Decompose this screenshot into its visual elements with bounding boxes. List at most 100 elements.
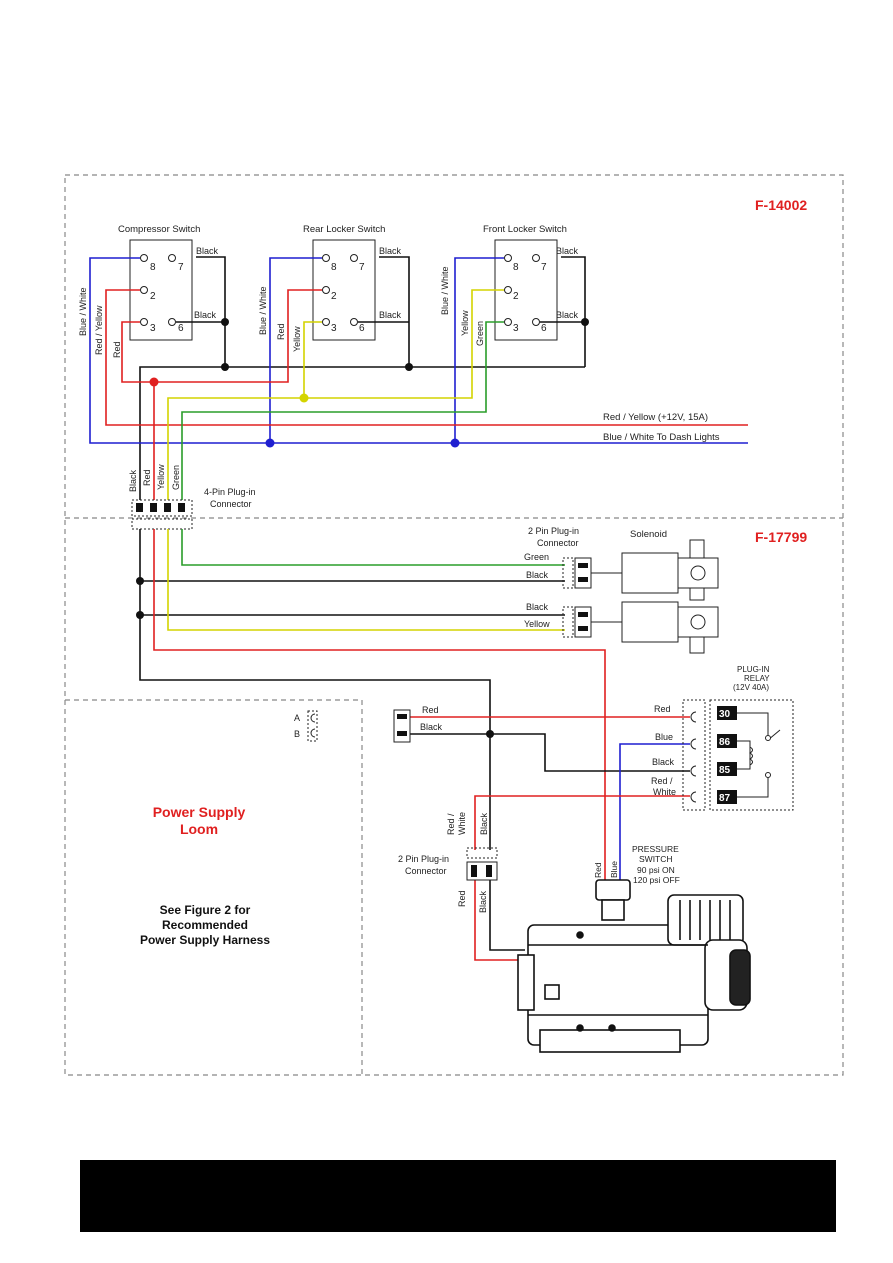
svg-text:Connector: Connector	[537, 538, 579, 548]
svg-text:PLUG-IN: PLUG-IN	[737, 665, 770, 674]
svg-text:7: 7	[541, 262, 547, 273]
svg-text:Black: Black	[526, 570, 549, 580]
harness-plug: Red Black	[393, 705, 443, 743]
solenoid-connectors: 2 Pin Plug-in Connector Green Black Blac…	[524, 526, 622, 638]
svg-text:See Figure 2 for: See Figure 2 for	[160, 903, 251, 917]
rear-locker-switch: Rear Locker Switch 8 7 2 3 6 Black Black	[303, 224, 402, 341]
svg-text:Blue: Blue	[655, 732, 673, 742]
svg-text:3: 3	[513, 323, 519, 334]
svg-text:Black: Black	[194, 310, 217, 320]
svg-text:6: 6	[541, 323, 547, 334]
svg-text:Yellow: Yellow	[292, 326, 302, 352]
svg-text:8: 8	[331, 262, 337, 273]
compressor-switch: Compressor Switch 8 7 2 3 6 Black Black	[118, 224, 219, 341]
svg-text:White: White	[457, 812, 467, 835]
footer-bar	[80, 1160, 836, 1232]
svg-text:2: 2	[331, 291, 337, 302]
svg-text:A: A	[294, 713, 300, 723]
plug-in-relay: PLUG-IN RELAY (12V 40A) 30 86 85 87 Red …	[651, 665, 794, 811]
svg-text:Black: Black	[556, 310, 579, 320]
svg-text:120 psi OFF: 120 psi OFF	[633, 875, 680, 885]
junction-dots	[149, 318, 589, 448]
section-code-bottom: F-17799	[755, 529, 807, 545]
svg-text:Red / Yellow: Red / Yellow	[94, 305, 104, 355]
svg-text:Red: Red	[654, 704, 671, 714]
svg-text:Connector: Connector	[210, 499, 252, 509]
svg-text:Black: Black	[379, 310, 402, 320]
lower-two-pin-connector: Red / White Black 2 Pin Plug-in Connecto…	[398, 812, 498, 913]
svg-text:Blue / White: Blue / White	[258, 286, 268, 335]
svg-text:Black: Black	[478, 890, 488, 913]
svg-text:Power Supply Harness: Power Supply Harness	[140, 933, 270, 947]
svg-text:Red /: Red /	[446, 813, 456, 835]
section-code-top: F-14002	[755, 197, 807, 213]
svg-text:Green: Green	[475, 321, 485, 346]
svg-text:Red /: Red /	[651, 776, 673, 786]
front-locker-switch: Front Locker Switch 8 7 2 3 6 Black Blac…	[483, 224, 579, 341]
svg-text:Yellow: Yellow	[460, 310, 470, 336]
ab-plug: A B	[294, 710, 318, 742]
svg-text:2 Pin Plug-in: 2 Pin Plug-in	[528, 526, 579, 536]
top-wiring	[89, 256, 748, 500]
svg-text:Red: Red	[422, 705, 439, 715]
four-pin-connector: 4-Pin Plug-in Connector	[131, 487, 256, 530]
svg-text:PRESSURE: PRESSURE	[632, 844, 679, 854]
svg-text:87: 87	[719, 793, 731, 804]
pressure-switch-labels: PRESSURE SWITCH 90 psi ON 120 psi OFF Re…	[593, 844, 680, 885]
svg-text:7: 7	[178, 262, 184, 273]
svg-text:8: 8	[150, 262, 156, 273]
svg-text:7: 7	[359, 262, 365, 273]
svg-text:Black: Black	[526, 602, 549, 612]
svg-text:2 Pin Plug-in: 2 Pin Plug-in	[398, 854, 449, 864]
svg-text:(12V 40A): (12V 40A)	[733, 683, 769, 692]
bottom-wiring	[139, 529, 690, 961]
svg-text:Yellow: Yellow	[156, 464, 166, 490]
svg-text:8: 8	[513, 262, 519, 273]
power-supply-note: Power Supply Loom See Figure 2 for Recom…	[140, 804, 270, 947]
main-blue-label: Blue / White To Dash Lights	[603, 432, 720, 443]
bottom-junction-dots	[136, 577, 494, 738]
svg-text:86: 86	[719, 737, 731, 748]
svg-text:Connector: Connector	[405, 866, 447, 876]
svg-text:Red: Red	[142, 469, 152, 486]
svg-text:SWITCH: SWITCH	[639, 854, 673, 864]
svg-text:Yellow: Yellow	[524, 619, 550, 629]
solenoid-valves: Solenoid	[621, 529, 719, 654]
svg-text:6: 6	[178, 323, 184, 334]
svg-text:B: B	[294, 729, 300, 739]
svg-text:3: 3	[331, 323, 337, 334]
switch-title: Compressor Switch	[118, 224, 200, 235]
vertical-wire-labels: Blue / White Red / Yellow Red Blue / Whi…	[78, 266, 485, 492]
svg-text:RELAY: RELAY	[744, 674, 770, 683]
svg-text:Black: Black	[420, 722, 443, 732]
main-red-label: Red / Yellow (+12V, 15A)	[603, 412, 708, 423]
svg-text:Red: Red	[112, 341, 122, 358]
svg-text:Green: Green	[524, 552, 549, 562]
switch-title: Rear Locker Switch	[303, 224, 385, 235]
svg-text:90 psi ON: 90 psi ON	[637, 865, 675, 875]
svg-text:85: 85	[719, 765, 731, 776]
svg-text:3: 3	[150, 323, 156, 334]
svg-text:Blue: Blue	[609, 861, 619, 878]
svg-text:Black: Black	[556, 246, 579, 256]
svg-text:Blue / White: Blue / White	[440, 266, 450, 315]
svg-text:4-Pin Plug-in: 4-Pin Plug-in	[204, 487, 256, 497]
svg-text:Blue / White: Blue / White	[78, 287, 88, 336]
svg-text:30: 30	[719, 709, 731, 720]
svg-text:Loom: Loom	[180, 821, 218, 837]
svg-text:Recommended: Recommended	[162, 918, 248, 932]
svg-text:Black: Black	[196, 246, 219, 256]
power-supply-title: Power Supply	[153, 804, 246, 820]
svg-text:2: 2	[513, 291, 519, 302]
svg-text:Black: Black	[479, 812, 489, 835]
svg-text:Black: Black	[652, 757, 675, 767]
svg-text:2: 2	[150, 291, 156, 302]
solenoid-label: Solenoid	[630, 529, 667, 540]
svg-text:Black: Black	[379, 246, 402, 256]
svg-text:Red: Red	[276, 323, 286, 340]
svg-text:Green: Green	[171, 465, 181, 490]
svg-text:Black: Black	[128, 469, 138, 492]
svg-text:Red: Red	[457, 890, 467, 907]
switch-title: Front Locker Switch	[483, 224, 567, 235]
